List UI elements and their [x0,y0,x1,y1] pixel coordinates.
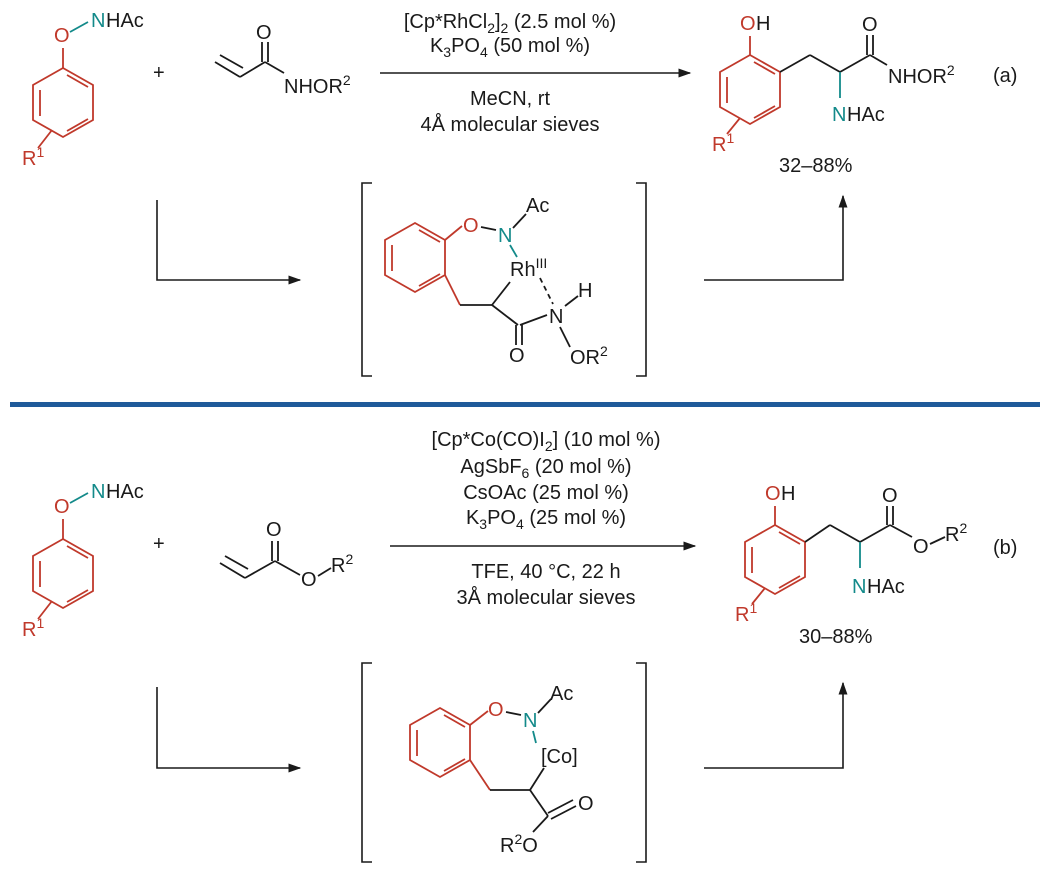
reactant-acrylate: O O R2 [219,519,353,591]
acetyl-label: Ac [526,195,549,217]
nitrogen-label: N [498,225,512,247]
base-line: K3PO4 (25 mol %) [466,507,626,532]
pathway-arrow-out [704,681,848,769]
amide-oxygen: O [509,345,525,367]
base-line: K3PO4 (50 mol %) [430,35,590,60]
oxygen-label: O [488,699,504,721]
nitrogen-label: N [91,481,105,503]
oxygen-label: O [54,25,70,47]
intermediate-cobaltacycle: O N Ac [Co] O R2O [409,683,594,857]
phenol-hydrogen: H [781,483,795,505]
reactant-acrylamide: O NHOR2 [214,22,351,98]
hac-label: HAc [867,576,905,598]
yield-label: 32–88% [779,155,853,177]
nhor-label: NHOR2 [284,72,351,98]
nitrogen-label: N [91,10,105,32]
scheme-tag: (a) [993,65,1017,87]
r2-label: R2 [945,520,967,546]
metal-label: [Co] [541,746,578,768]
scheme-tag: (b) [993,537,1017,559]
carbonyl-oxygen: O [266,519,282,541]
ester-carbonyl-oxygen: O [882,485,898,507]
scheme-b: N HAc O R1 + O O R2 [Cp [22,429,1017,863]
phenol-oxygen: O [740,13,756,35]
r1-label: R1 [22,144,44,170]
intermediate-rhodacycle: O N Ac RhIII O N H OR2 [384,195,608,369]
ester-oxygen: O [913,536,929,558]
salt-line: CsOAc (25 mol %) [463,482,629,504]
reactant-aryloxyacetamide-a: N HAc O R1 [22,10,144,170]
hydrogen-label: H [578,280,592,302]
hac-label: HAc [106,481,144,503]
phenol-oxygen: O [765,483,781,505]
pathway-arrow-out [704,194,848,281]
pathway-arrow-in [156,687,302,773]
acetyl-label: Ac [550,683,573,705]
or2-label: OR2 [570,343,608,369]
nitrogen-label: N [523,710,537,732]
r2-label: R2 [331,551,353,577]
r1-label: R1 [712,130,734,156]
oxygen-label: O [463,215,479,237]
reactant-aryloxyacetamide-b: N HAc O R1 [22,481,144,641]
conditions-a: [Cp*RhCl2]2 (2.5 mol %) K3PO4 (50 mol %)… [380,11,692,136]
section-divider [10,402,1040,407]
sieves-line: 4Å molecular sieves [421,113,600,136]
product-b: O H R1 O O R2 N HAc 30–88% [735,483,967,648]
phenol-hydrogen: H [756,13,770,35]
solvent-line: TFE, 40 °C, 22 h [471,561,620,583]
hac-label: HAc [847,104,885,126]
ester-oxygen: O [301,569,317,591]
plus-sign: + [153,62,165,84]
sieves-line: 3Å molecular sieves [457,586,636,609]
yield-label: 30–88% [799,626,873,648]
bracket-left [361,182,372,377]
additive-line: AgSbF6 (20 mol %) [460,456,631,481]
hac-label: HAc [106,10,144,32]
catalyst-line: [Cp*Co(CO)I2] (10 mol %) [432,429,661,454]
product-a: O H R1 O NHOR2 N HAc 32–88% [712,13,955,177]
catalyst-line: [Cp*RhCl2]2 (2.5 mol %) [404,11,616,36]
plus-sign: + [153,533,165,555]
metal-label: RhIII [510,255,547,281]
nitrogen-label: N [852,576,866,598]
solvent-line: MeCN, rt [470,88,550,110]
or2-label: R2O [500,831,538,857]
pathway-arrow-in [156,200,302,285]
nitrogen-label: N [832,104,846,126]
scheme-a: N HAc O R1 + O NHOR2 [Cp*RhCl2]2 (2. [22,10,1017,377]
carbonyl-oxygen: O [256,22,272,44]
nhor-label: NHOR2 [888,62,955,88]
amide-nitrogen: N [549,306,563,328]
bracket-right [636,662,647,863]
ester-carbonyl-oxygen: O [578,793,594,815]
oxygen-label: O [54,496,70,518]
r1-label: R1 [735,600,757,626]
conditions-b: [Cp*Co(CO)I2] (10 mol %) AgSbF6 (20 mol … [390,429,697,609]
r1-label: R1 [22,615,44,641]
bracket-left [361,662,372,863]
bracket-right [636,182,647,377]
amide-oxygen: O [862,14,878,36]
